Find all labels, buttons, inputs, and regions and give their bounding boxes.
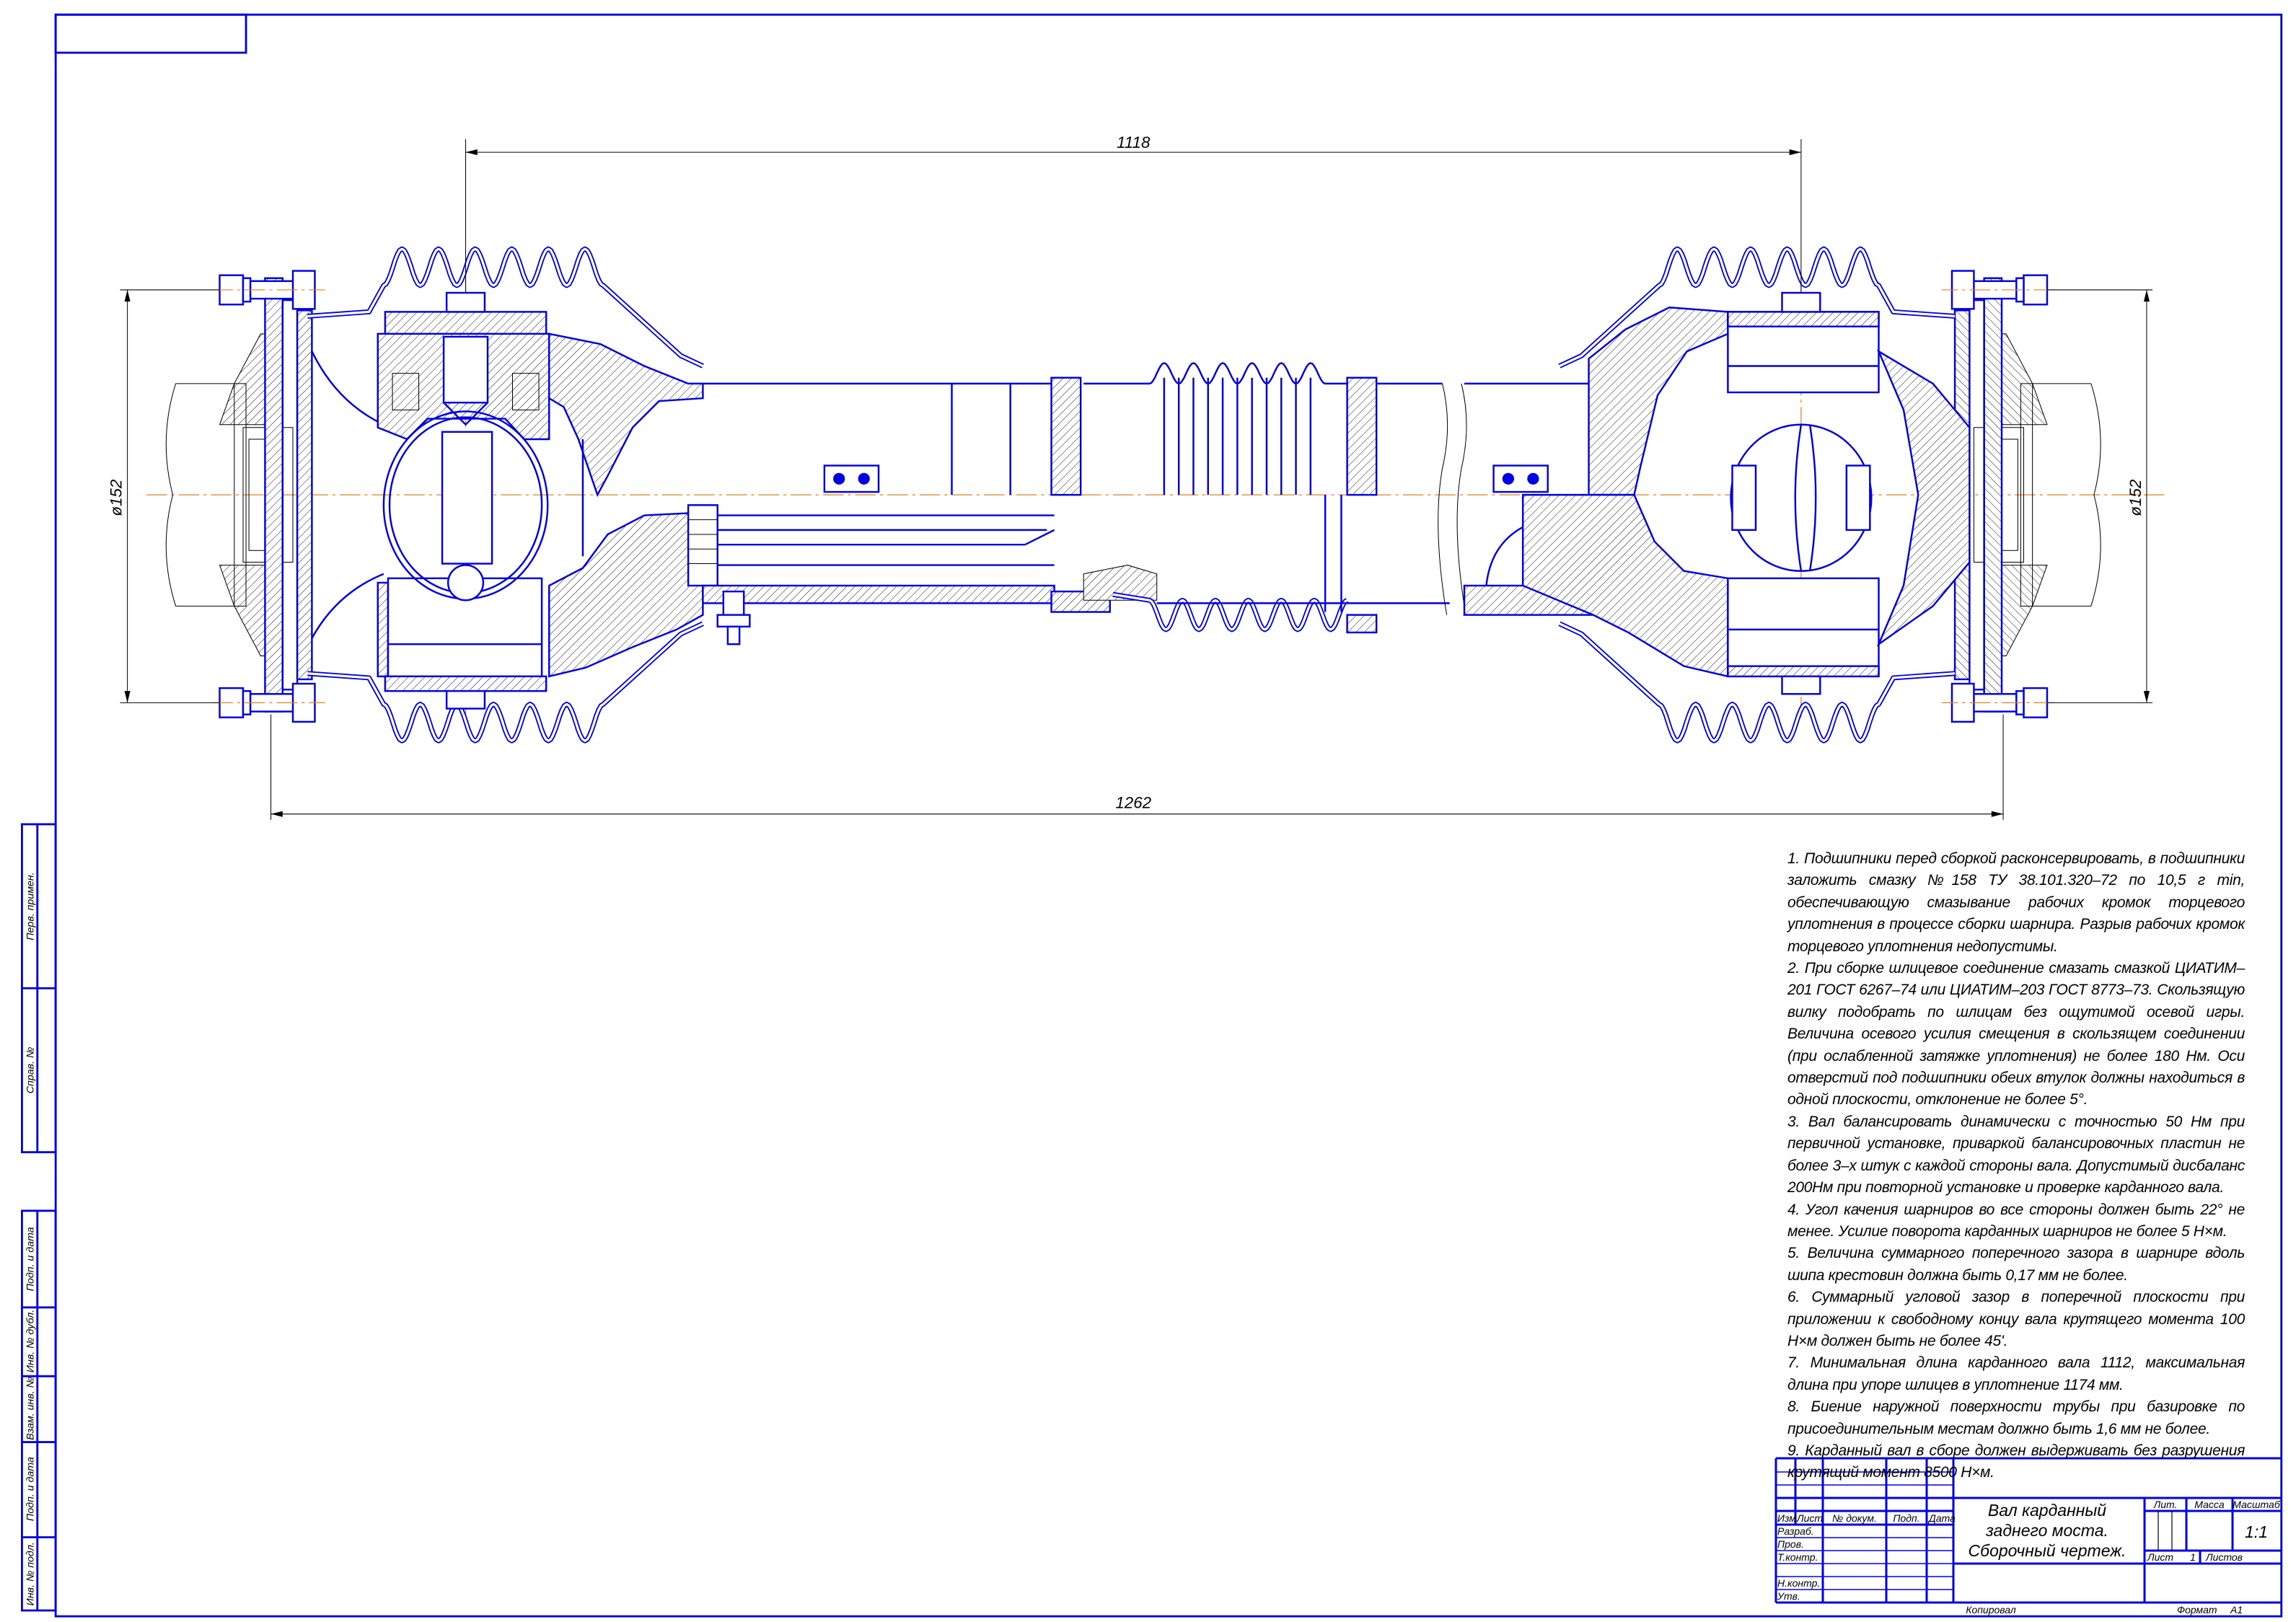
seal-icon [511,373,540,410]
margin-stamps: Перв. примен. Справ. № Подп. и дата Инв.… [21,823,57,1612]
seal-ring [1050,376,1082,496]
dimension-label: ø152 [2126,479,2145,516]
boot-inner-line [307,247,704,367]
sheet-label: Лист [2147,1551,2173,1563]
mass-label: Масса [2194,1499,2225,1510]
top-left-stamp-box [54,13,247,54]
scale-value: 1:1 [2245,1522,2268,1541]
seal-icon [392,373,420,410]
sheet-value: 1 [2190,1551,2196,1563]
drawing-title-line: Вал карданный [1988,1501,2106,1520]
right-protective-boot [1558,246,1956,744]
note-item: 6. Суммарный угловой зазор в поперечной … [1787,1289,2245,1349]
role-norm-control: Н.контр. [1777,1577,1820,1589]
dimension-label: 1118 [1117,133,1151,151]
note-item: 5. Величина суммарного поперечного зазор… [1787,1245,2245,1284]
seal-ring [1346,376,1378,496]
bearing-cup [1727,577,1880,678]
margin-stamp-label: Инв. № дубл. [25,1310,37,1372]
format-label: Формат [2177,1604,2217,1616]
bolt-head-icon [1781,291,1821,313]
companion-flange [165,383,234,607]
sheets-label: Листов [2205,1551,2243,1563]
yoke-body [1588,307,1729,496]
spline-teeth [687,504,718,587]
small-bellows-folds [1163,377,1312,495]
boot-inner-line [1112,593,1348,631]
dimension-label: 1262 [1115,794,1151,812]
flange-plate [264,277,284,713]
bolt-icon [212,270,325,310]
note-item: 2. При сборке шлицевое соединение смазат… [1787,960,2245,1108]
bolt-head-icon [445,689,486,710]
lit-label: Лит. [2153,1499,2178,1510]
technical-requirements: 1. Подшипники перед сборкой расконсервир… [1787,848,2245,1484]
bolt-icon [212,682,325,723]
drawing-frame [54,13,2283,1618]
margin-stamp-label: Взам. инв. № [25,1377,37,1440]
left-universal-joint [311,291,704,710]
balance-plate-icon [1492,464,1549,493]
small-bellows-top [1083,362,1347,385]
balance-plate-icon [823,464,880,493]
format-value: A1 [2230,1604,2243,1616]
note-item: 8. Биение наружной поверхности трубы при… [1787,1398,2245,1437]
note-item: 9. Карданный вал в сборе должен выдержив… [1787,1442,2245,1481]
right-universal-joint [1521,291,1971,695]
header-list: Лист [1796,1512,1823,1524]
dimension-label: ø152 [107,479,125,516]
header-date: Дата [1927,1512,1956,1524]
left-protective-boot [307,246,704,744]
note-item: 7. Минимальная длина карданного вала 111… [1787,1354,2245,1393]
note-item: 3. Вал балансировать динамически с точно… [1787,1113,2245,1196]
note-item: 1. Подшипники перед сборкой расконсервир… [1787,850,2245,955]
sliding-yoke-and-shaft [687,362,1597,645]
header-doc-no: № докум. [1832,1512,1877,1524]
role-approved: Утв. [1777,1590,1800,1602]
yoke-body [548,332,704,498]
bearing-cap [384,311,547,335]
margin-stamp-label: Справ. № [25,1047,37,1094]
header-izm: Изм. [1777,1512,1799,1524]
margin-stamp-label: Подп. и дата [25,1227,37,1291]
scale-label: Масштаб [2233,1499,2281,1510]
dimension-diameter-left: ø152 [107,289,220,703]
boot-inner-line [1559,247,1956,367]
dimension-1118: 1118 [465,133,1802,293]
drawing-title-line: заднего моста. [1985,1521,2108,1540]
bolt-head-icon [1781,675,1821,695]
copied-label: Копировал [1966,1604,2016,1616]
role-developed: Разраб. [1777,1525,1814,1537]
margin-stamp-label: Подп. и дата [25,1457,37,1521]
boot-inner-line [1559,622,1956,742]
boot-inner-line [307,622,704,742]
role-tech-control: Т.контр. [1777,1551,1818,1563]
role-checked: Пров. [1777,1538,1804,1550]
title-block: Изм. Лист № докум. Подп. Дата Разраб. Пр… [1774,1457,2281,1616]
header-sign: Подп. [1893,1512,1919,1524]
splined-shaft [717,514,1055,566]
left-flange-assembly [165,270,325,723]
bolt-head-icon [445,291,486,313]
break-line [1438,383,1467,615]
bearing-cap [1727,311,1880,327]
dimension-1262: 1262 [270,714,2004,820]
dimension-diameter-right: ø152 [2046,289,2153,703]
margin-stamp-label: Инв. № подл. [25,1542,37,1605]
drawing-title-line: Сборочный чертеж. [1969,1541,2126,1560]
margin-stamp-label: Перв. примен. [25,872,37,940]
note-item: 4. Угол качения шарниров во все стороны … [1787,1201,2245,1240]
grease-fitting-icon [716,590,751,645]
